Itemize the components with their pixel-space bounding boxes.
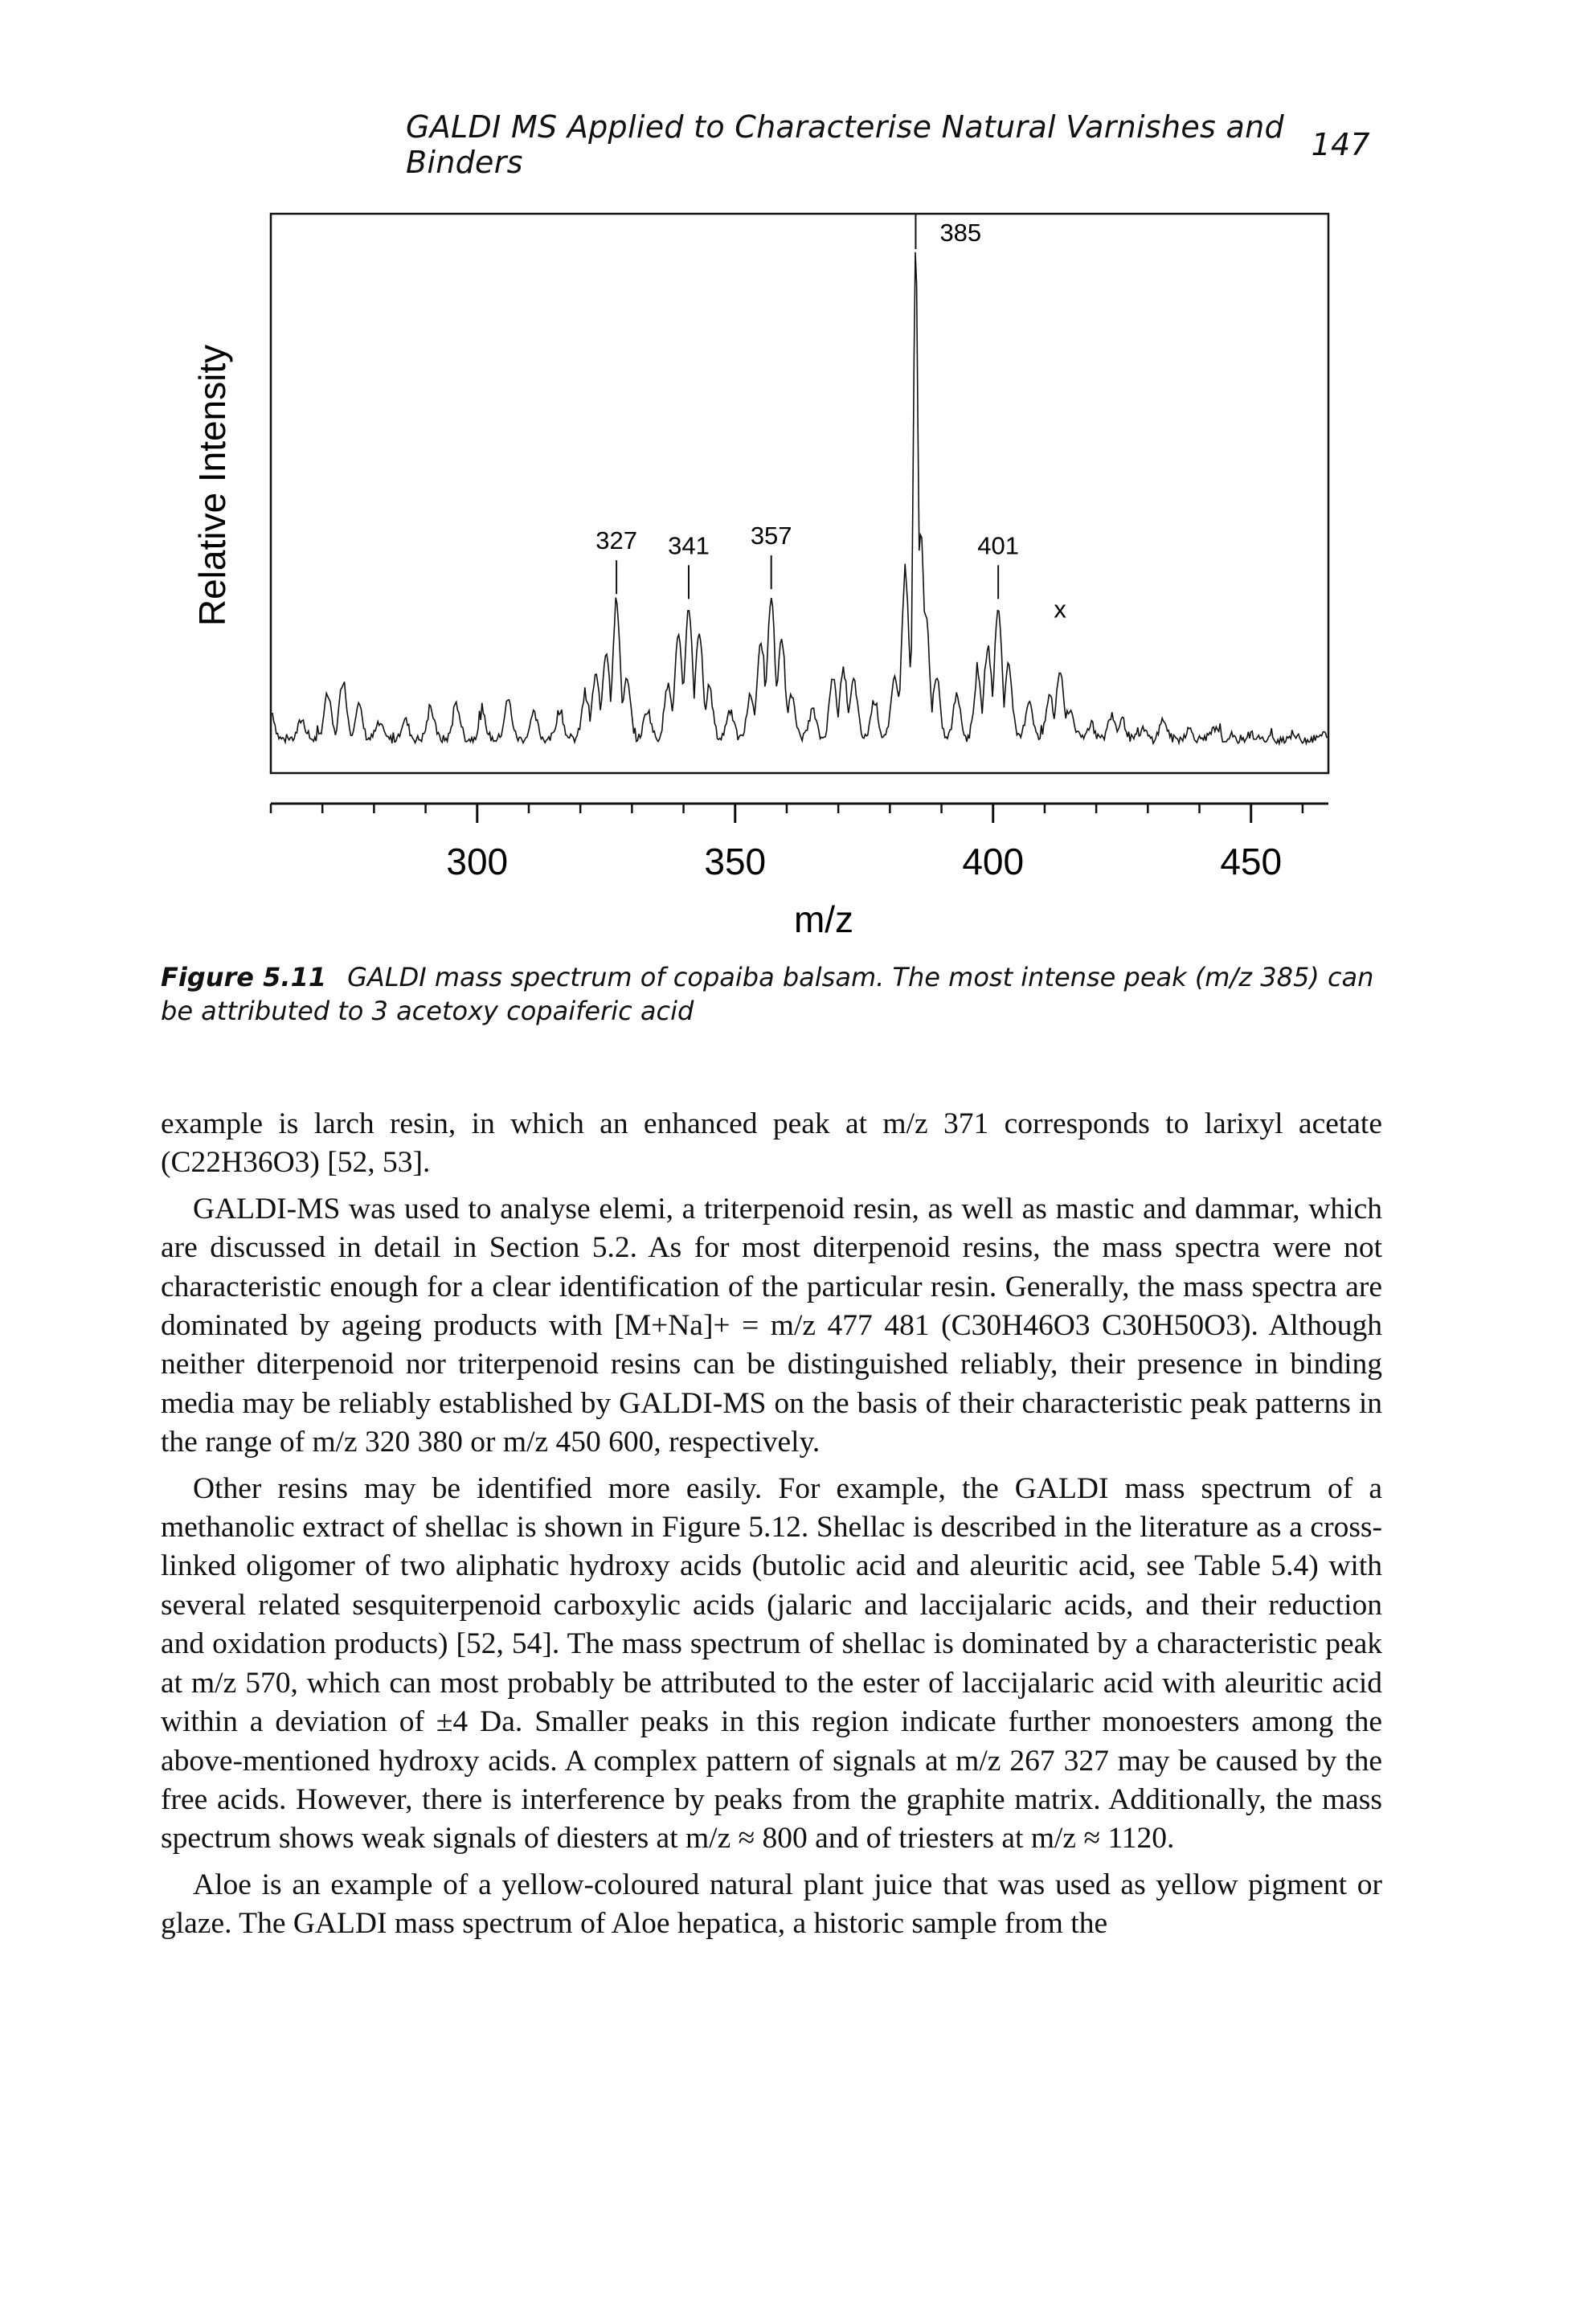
running-head-title: GALDI MS Applied to Characterise Natural…	[406, 109, 1284, 180]
mass-spectrum-chart: 300 350 400 450 m/z Relative Intensity 385 327 3…	[191, 212, 1330, 940]
x-tick-label: 450	[1220, 841, 1282, 882]
peak-label: x	[1054, 595, 1066, 624]
paragraph-3: Other resins may be identified more easi…	[161, 1471, 1382, 1856]
running-head: GALDI MS Applied to Characterise Natural…	[406, 109, 1370, 180]
plot-frame	[269, 212, 1330, 775]
spectrum-trace	[272, 252, 1328, 747]
paragraph-4: Aloe is an example of a yellow-coloured …	[161, 1868, 1382, 1941]
page-number: 147	[1311, 127, 1370, 162]
paragraph-2: GALDI-MS was used to analyse elemi, a tr…	[161, 1192, 1382, 1459]
peak-label: 341	[668, 531, 710, 559]
x-tick-label: 400	[962, 841, 1024, 882]
x-axis-label: m/z	[794, 898, 853, 940]
figure-label: Figure 5.11	[161, 962, 327, 992]
body-text: example is larch resin, in which an enha…	[161, 1105, 1382, 1944]
figure-caption-text: GALDI mass spectrum of copaiba balsam. T…	[161, 962, 1374, 1026]
y-axis-label: Relative Intensity	[191, 345, 233, 626]
peak-label: 401	[977, 531, 1019, 559]
peak-label: 357	[751, 522, 792, 550]
figure-5-11: 300 350 400 450 m/z Relative Intensity 385 327 3…	[145, 193, 1398, 948]
peak-label: 327	[595, 526, 637, 554]
peak-label: 385	[939, 219, 981, 247]
x-tick-label: 350	[704, 841, 766, 882]
x-tick-label: 300	[446, 841, 508, 882]
paragraph-1: example is larch resin, in which an enha…	[161, 1107, 1382, 1180]
